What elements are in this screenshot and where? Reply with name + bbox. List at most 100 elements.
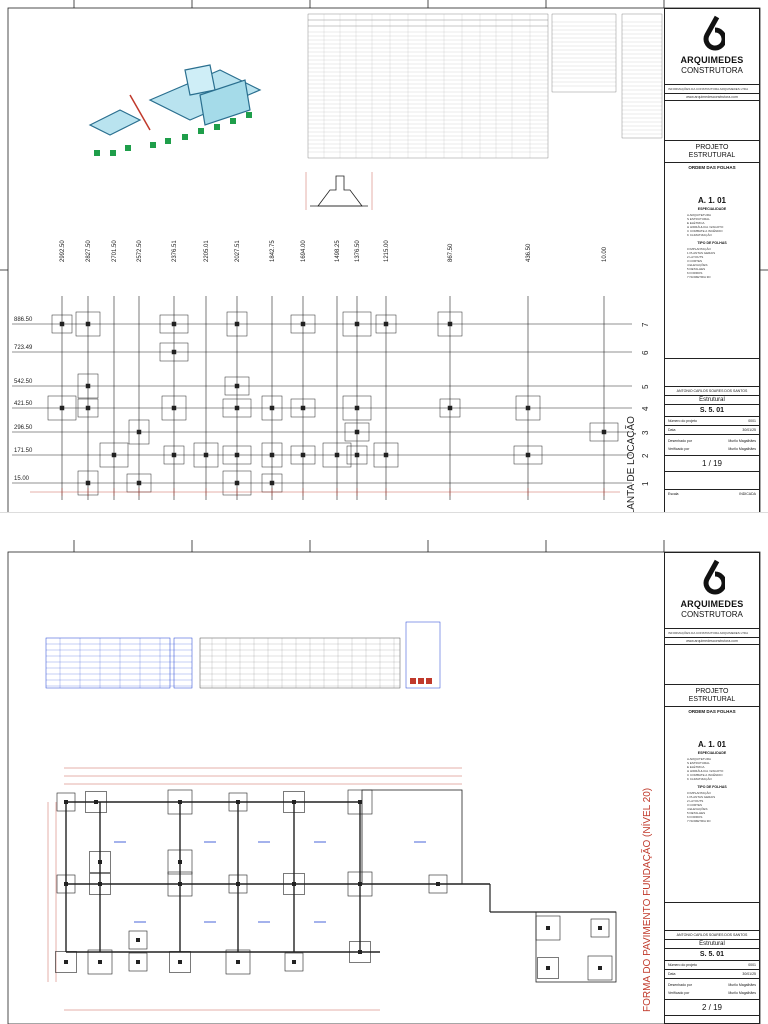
company-url[interactable]: www.arquimedesconstrutora.com bbox=[665, 94, 759, 101]
column bbox=[598, 966, 602, 970]
tipo-title: TIPO DE FOLHAS bbox=[697, 241, 727, 245]
blank-cell-2 bbox=[665, 472, 759, 490]
footing bbox=[87, 949, 113, 975]
column bbox=[234, 405, 240, 411]
column bbox=[94, 800, 98, 804]
footing bbox=[290, 445, 316, 465]
sheet-order: ORDEM DAS FOLHAS A. 1. 01 ESPECIALIDADE … bbox=[665, 707, 759, 903]
column bbox=[598, 926, 602, 930]
especialidade-item: A ARQUITETURA bbox=[687, 757, 712, 761]
footing bbox=[75, 311, 101, 337]
footing bbox=[159, 342, 189, 362]
sheet-code: S. 5. 01 bbox=[665, 405, 759, 417]
column bbox=[300, 321, 306, 327]
footing bbox=[535, 915, 561, 941]
row-axis-label: 6 bbox=[641, 350, 650, 355]
tipo-item: 0 IMPLANTAÇÃO bbox=[687, 791, 711, 795]
tipo-item: 3 CORTES bbox=[687, 259, 702, 263]
tipo-item: 1 PLANTAS GERAIS bbox=[687, 251, 716, 255]
footing bbox=[89, 873, 111, 895]
isometric-3d-model bbox=[88, 64, 262, 136]
column bbox=[85, 383, 91, 389]
company-logo: ARQUIMEDES CONSTRUTORA bbox=[665, 9, 759, 85]
x-dimension-label: 1215.00 bbox=[384, 240, 390, 262]
footing bbox=[437, 311, 463, 337]
column bbox=[300, 405, 306, 411]
footing bbox=[225, 949, 251, 975]
column bbox=[59, 405, 65, 411]
y-dimension-label: 171.50 bbox=[14, 448, 33, 454]
y-dimension-label: 15.00 bbox=[14, 476, 30, 482]
blue-schedule-table bbox=[45, 621, 441, 689]
tipo-item: 5 DETALHES bbox=[687, 811, 706, 815]
footing bbox=[283, 873, 305, 895]
column bbox=[383, 452, 389, 458]
column bbox=[236, 882, 240, 886]
column bbox=[269, 405, 275, 411]
footing bbox=[51, 314, 73, 334]
especialidade-item: S ESTRUTURAL bbox=[687, 761, 710, 765]
logo-six-icon bbox=[703, 559, 725, 595]
especialidade-item: C COMBATE A INCÊNDIO bbox=[687, 773, 723, 777]
column bbox=[111, 452, 117, 458]
column bbox=[354, 405, 360, 411]
footing bbox=[167, 849, 193, 875]
column bbox=[546, 966, 550, 970]
footing bbox=[342, 395, 372, 421]
especialidade-item: S ESTRUTURAL bbox=[687, 217, 710, 221]
tipo-item: 4 ELEVAÇÕES bbox=[687, 807, 708, 811]
footing bbox=[77, 373, 99, 399]
row-axis-label: 5 bbox=[641, 384, 650, 389]
footing bbox=[428, 874, 448, 894]
x-dimension-label: 2027.51 bbox=[235, 240, 241, 262]
column bbox=[171, 349, 177, 355]
column bbox=[383, 321, 389, 327]
column bbox=[171, 405, 177, 411]
black-schedule-table bbox=[199, 637, 401, 689]
blank-cell bbox=[665, 359, 759, 387]
column bbox=[447, 321, 453, 327]
column bbox=[59, 321, 65, 327]
footing bbox=[159, 314, 189, 334]
column bbox=[292, 960, 296, 964]
column bbox=[354, 429, 360, 435]
tipo-item: 2 LAYOUTS bbox=[687, 799, 704, 803]
column bbox=[85, 405, 91, 411]
column bbox=[178, 882, 182, 886]
sheet-order: ORDEM DAS FOLHAS A. 1. 01 ESPECIALIDADE … bbox=[665, 163, 759, 359]
column bbox=[447, 405, 453, 411]
column bbox=[178, 960, 182, 964]
footing bbox=[128, 952, 148, 972]
especialidade-item: H HIDRÁULICA / ESGOTO bbox=[687, 769, 724, 773]
footing bbox=[56, 874, 76, 894]
company-url[interactable]: www.arquimedesconstrutora.com bbox=[665, 638, 759, 645]
especialidade-item: K CLIMATIZAÇÃO bbox=[687, 777, 712, 781]
x-dimension-label: 2827.50 bbox=[86, 240, 92, 262]
column bbox=[525, 405, 531, 411]
slab bbox=[535, 911, 617, 983]
column bbox=[300, 452, 306, 458]
column bbox=[354, 321, 360, 327]
north-cell bbox=[665, 101, 759, 141]
row-axis-label: 7 bbox=[641, 322, 650, 327]
tipo-item: 1 PLANTAS GERAIS bbox=[687, 795, 716, 799]
y-dimension-label: 542.50 bbox=[14, 379, 33, 385]
column bbox=[178, 800, 182, 804]
column bbox=[136, 429, 142, 435]
column bbox=[85, 321, 91, 327]
especialidade-item: K CLIMATIZAÇÃO bbox=[687, 233, 712, 237]
footing bbox=[261, 395, 283, 421]
column bbox=[358, 800, 362, 804]
footing bbox=[56, 792, 76, 812]
footing bbox=[163, 445, 185, 465]
column bbox=[234, 452, 240, 458]
x-dimension-label: 2701.50 bbox=[112, 240, 118, 262]
footing bbox=[342, 311, 372, 337]
tipo-item: 3 CORTES bbox=[687, 803, 702, 807]
